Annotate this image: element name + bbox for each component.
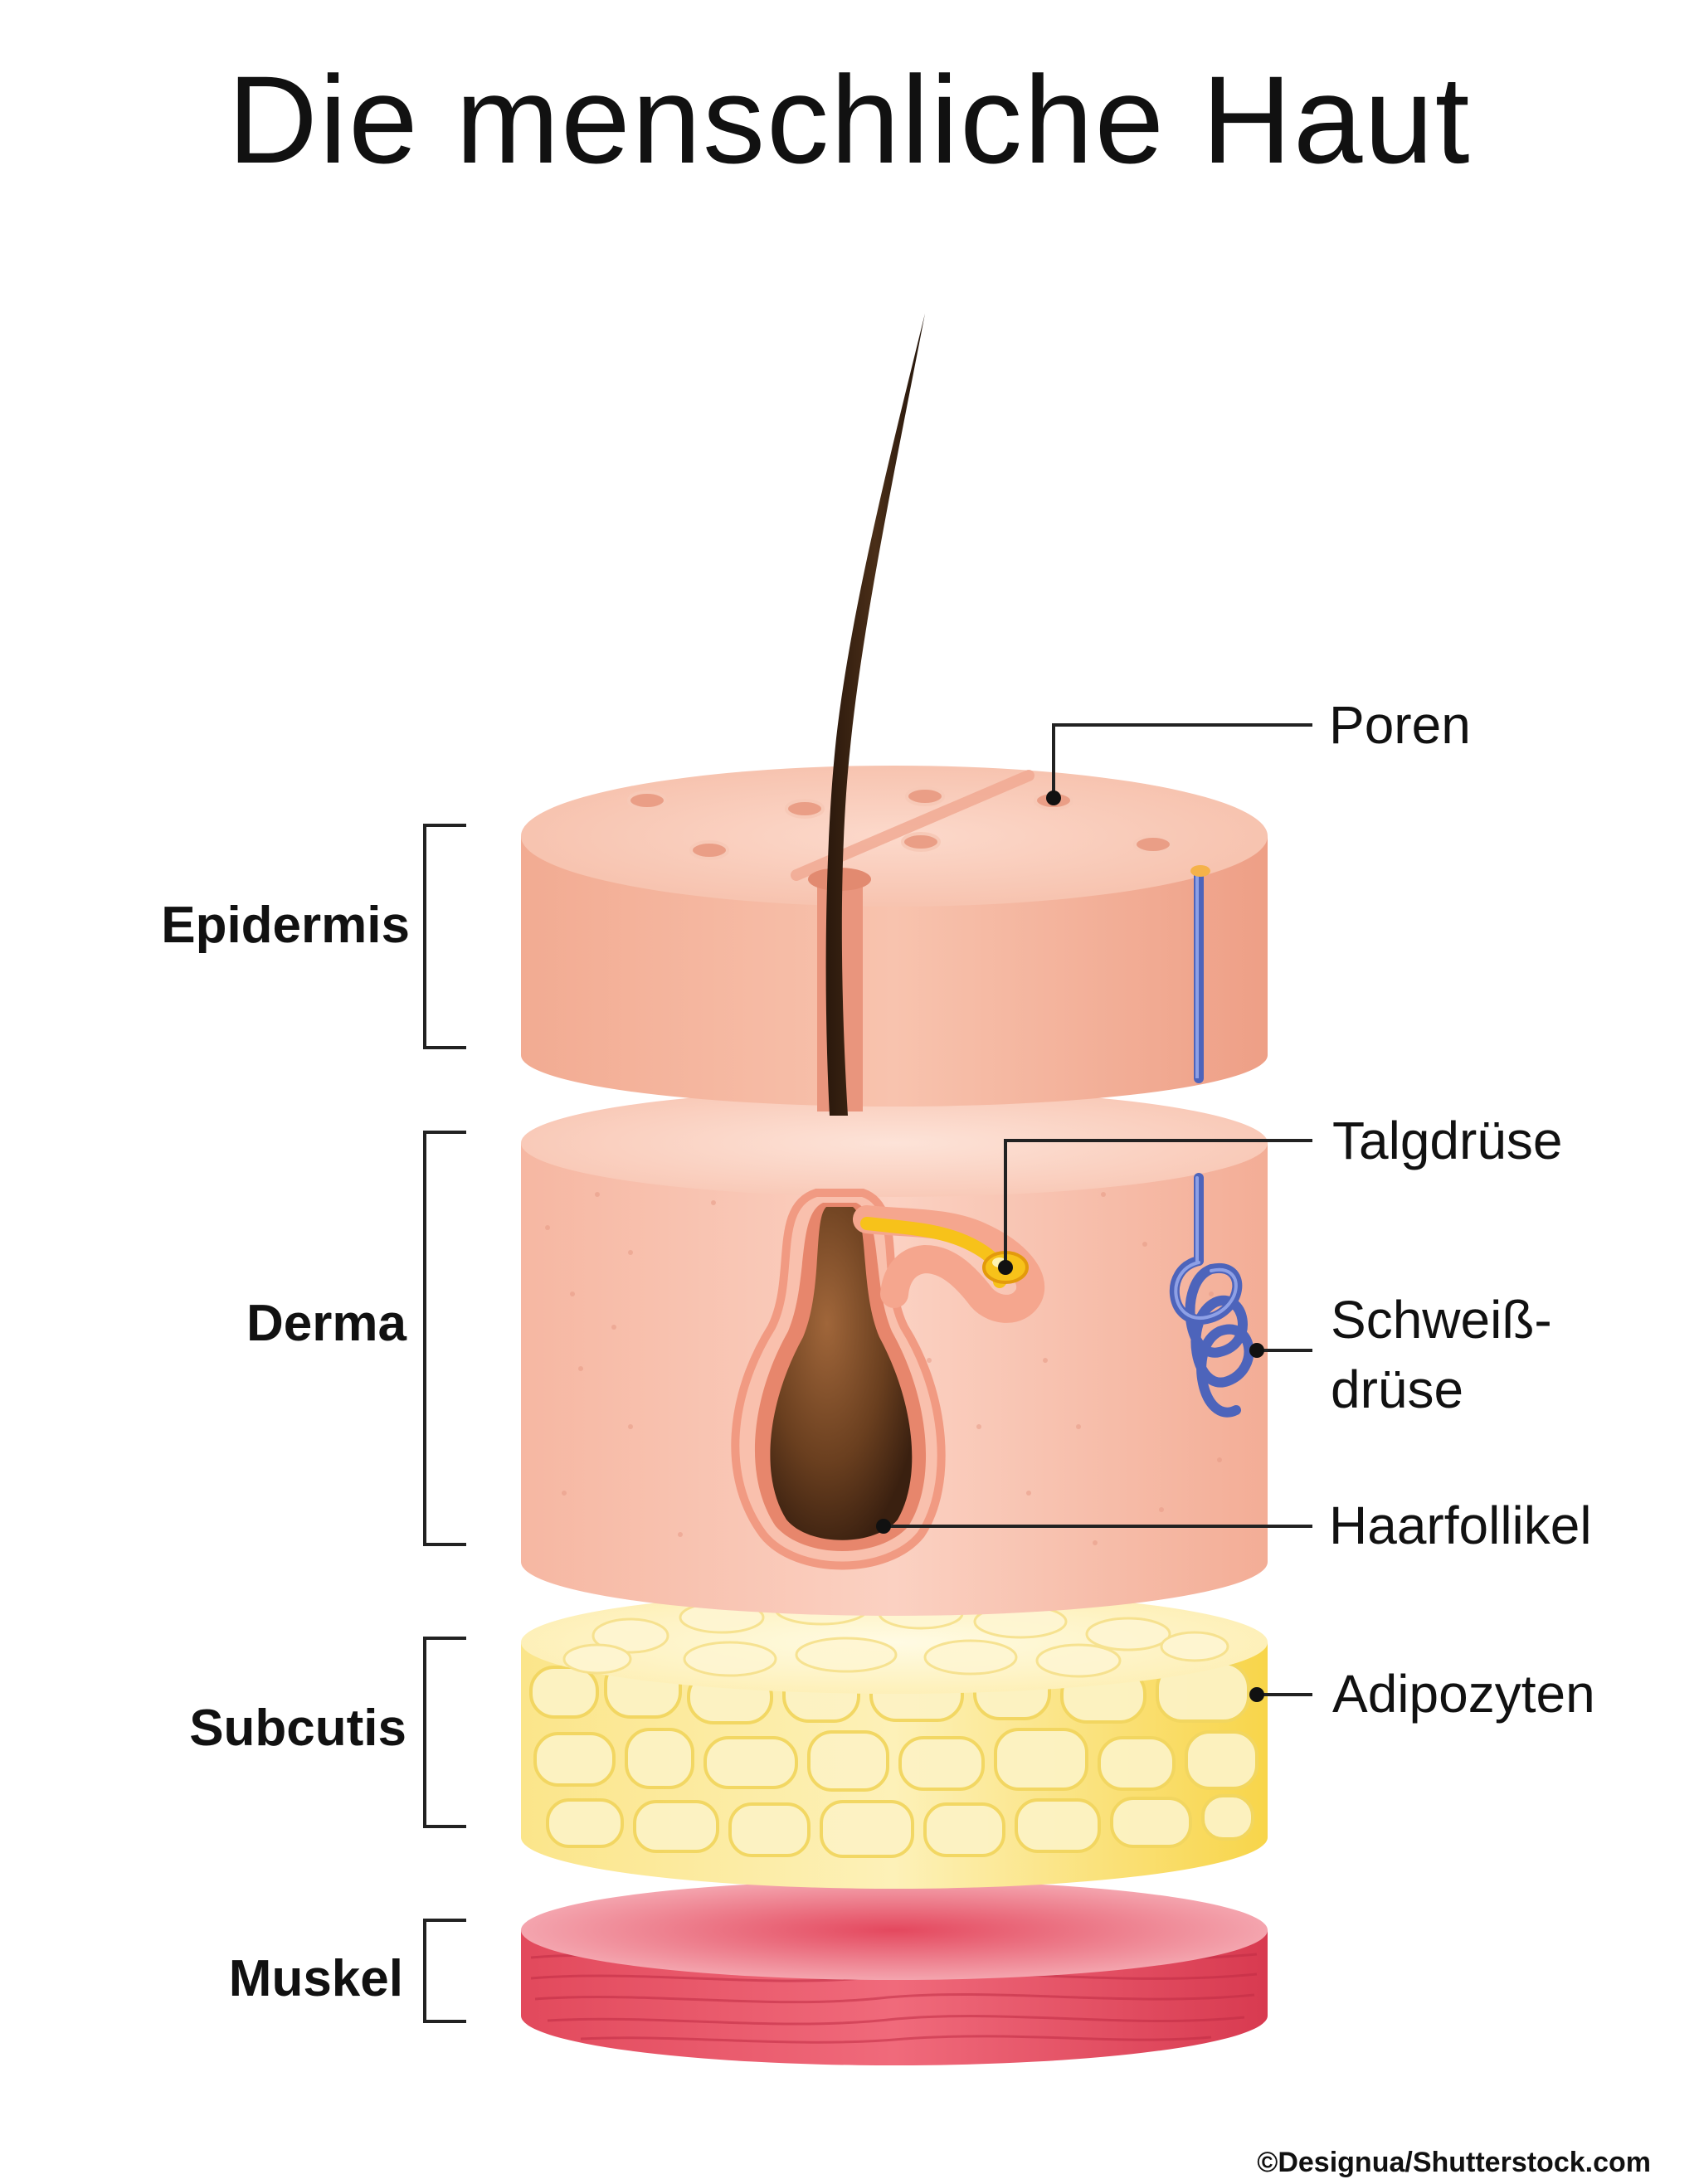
label-adipozyten: Adipozyten <box>1332 1664 1595 1724</box>
line-talgdruese <box>1004 1139 1312 1267</box>
label-subcutis: Subcutis <box>189 1700 406 1757</box>
bracket-epidermis <box>423 824 466 1049</box>
bracket-derma <box>423 1131 466 1546</box>
hair-shaft <box>825 314 925 1116</box>
label-talgdruese: Talgdrüse <box>1332 1111 1563 1170</box>
bracket-muskel <box>423 1919 466 2023</box>
subcutis-layer <box>521 1591 1268 1889</box>
label-schweissdruese-2: drüse <box>1331 1360 1464 1419</box>
muscle-layer <box>521 1880 1268 2065</box>
sweat-gland-highlight <box>1174 1176 1238 1321</box>
label-epidermis: Epidermis <box>161 897 410 954</box>
bracket-subcutis <box>423 1637 466 1828</box>
derma-layer <box>521 1089 1268 1616</box>
image-credit: ©Designua/Shutterstock.com <box>1257 2147 1651 2178</box>
line-poren <box>1052 723 1312 798</box>
page-title: Die menschliche Haut <box>227 50 1472 189</box>
epidermis-layer <box>521 766 1268 1111</box>
label-poren: Poren <box>1329 695 1471 755</box>
label-haarfollikel: Haarfollikel <box>1329 1496 1592 1555</box>
callout-lines <box>884 723 1312 1696</box>
layer-brackets <box>423 824 466 2023</box>
pores <box>627 786 1173 860</box>
label-derma: Derma <box>246 1295 406 1352</box>
label-muskel: Muskel <box>228 1950 403 2007</box>
callout-dots <box>876 790 1264 1702</box>
label-schweissdruese-1: Schweiß- <box>1331 1290 1552 1350</box>
